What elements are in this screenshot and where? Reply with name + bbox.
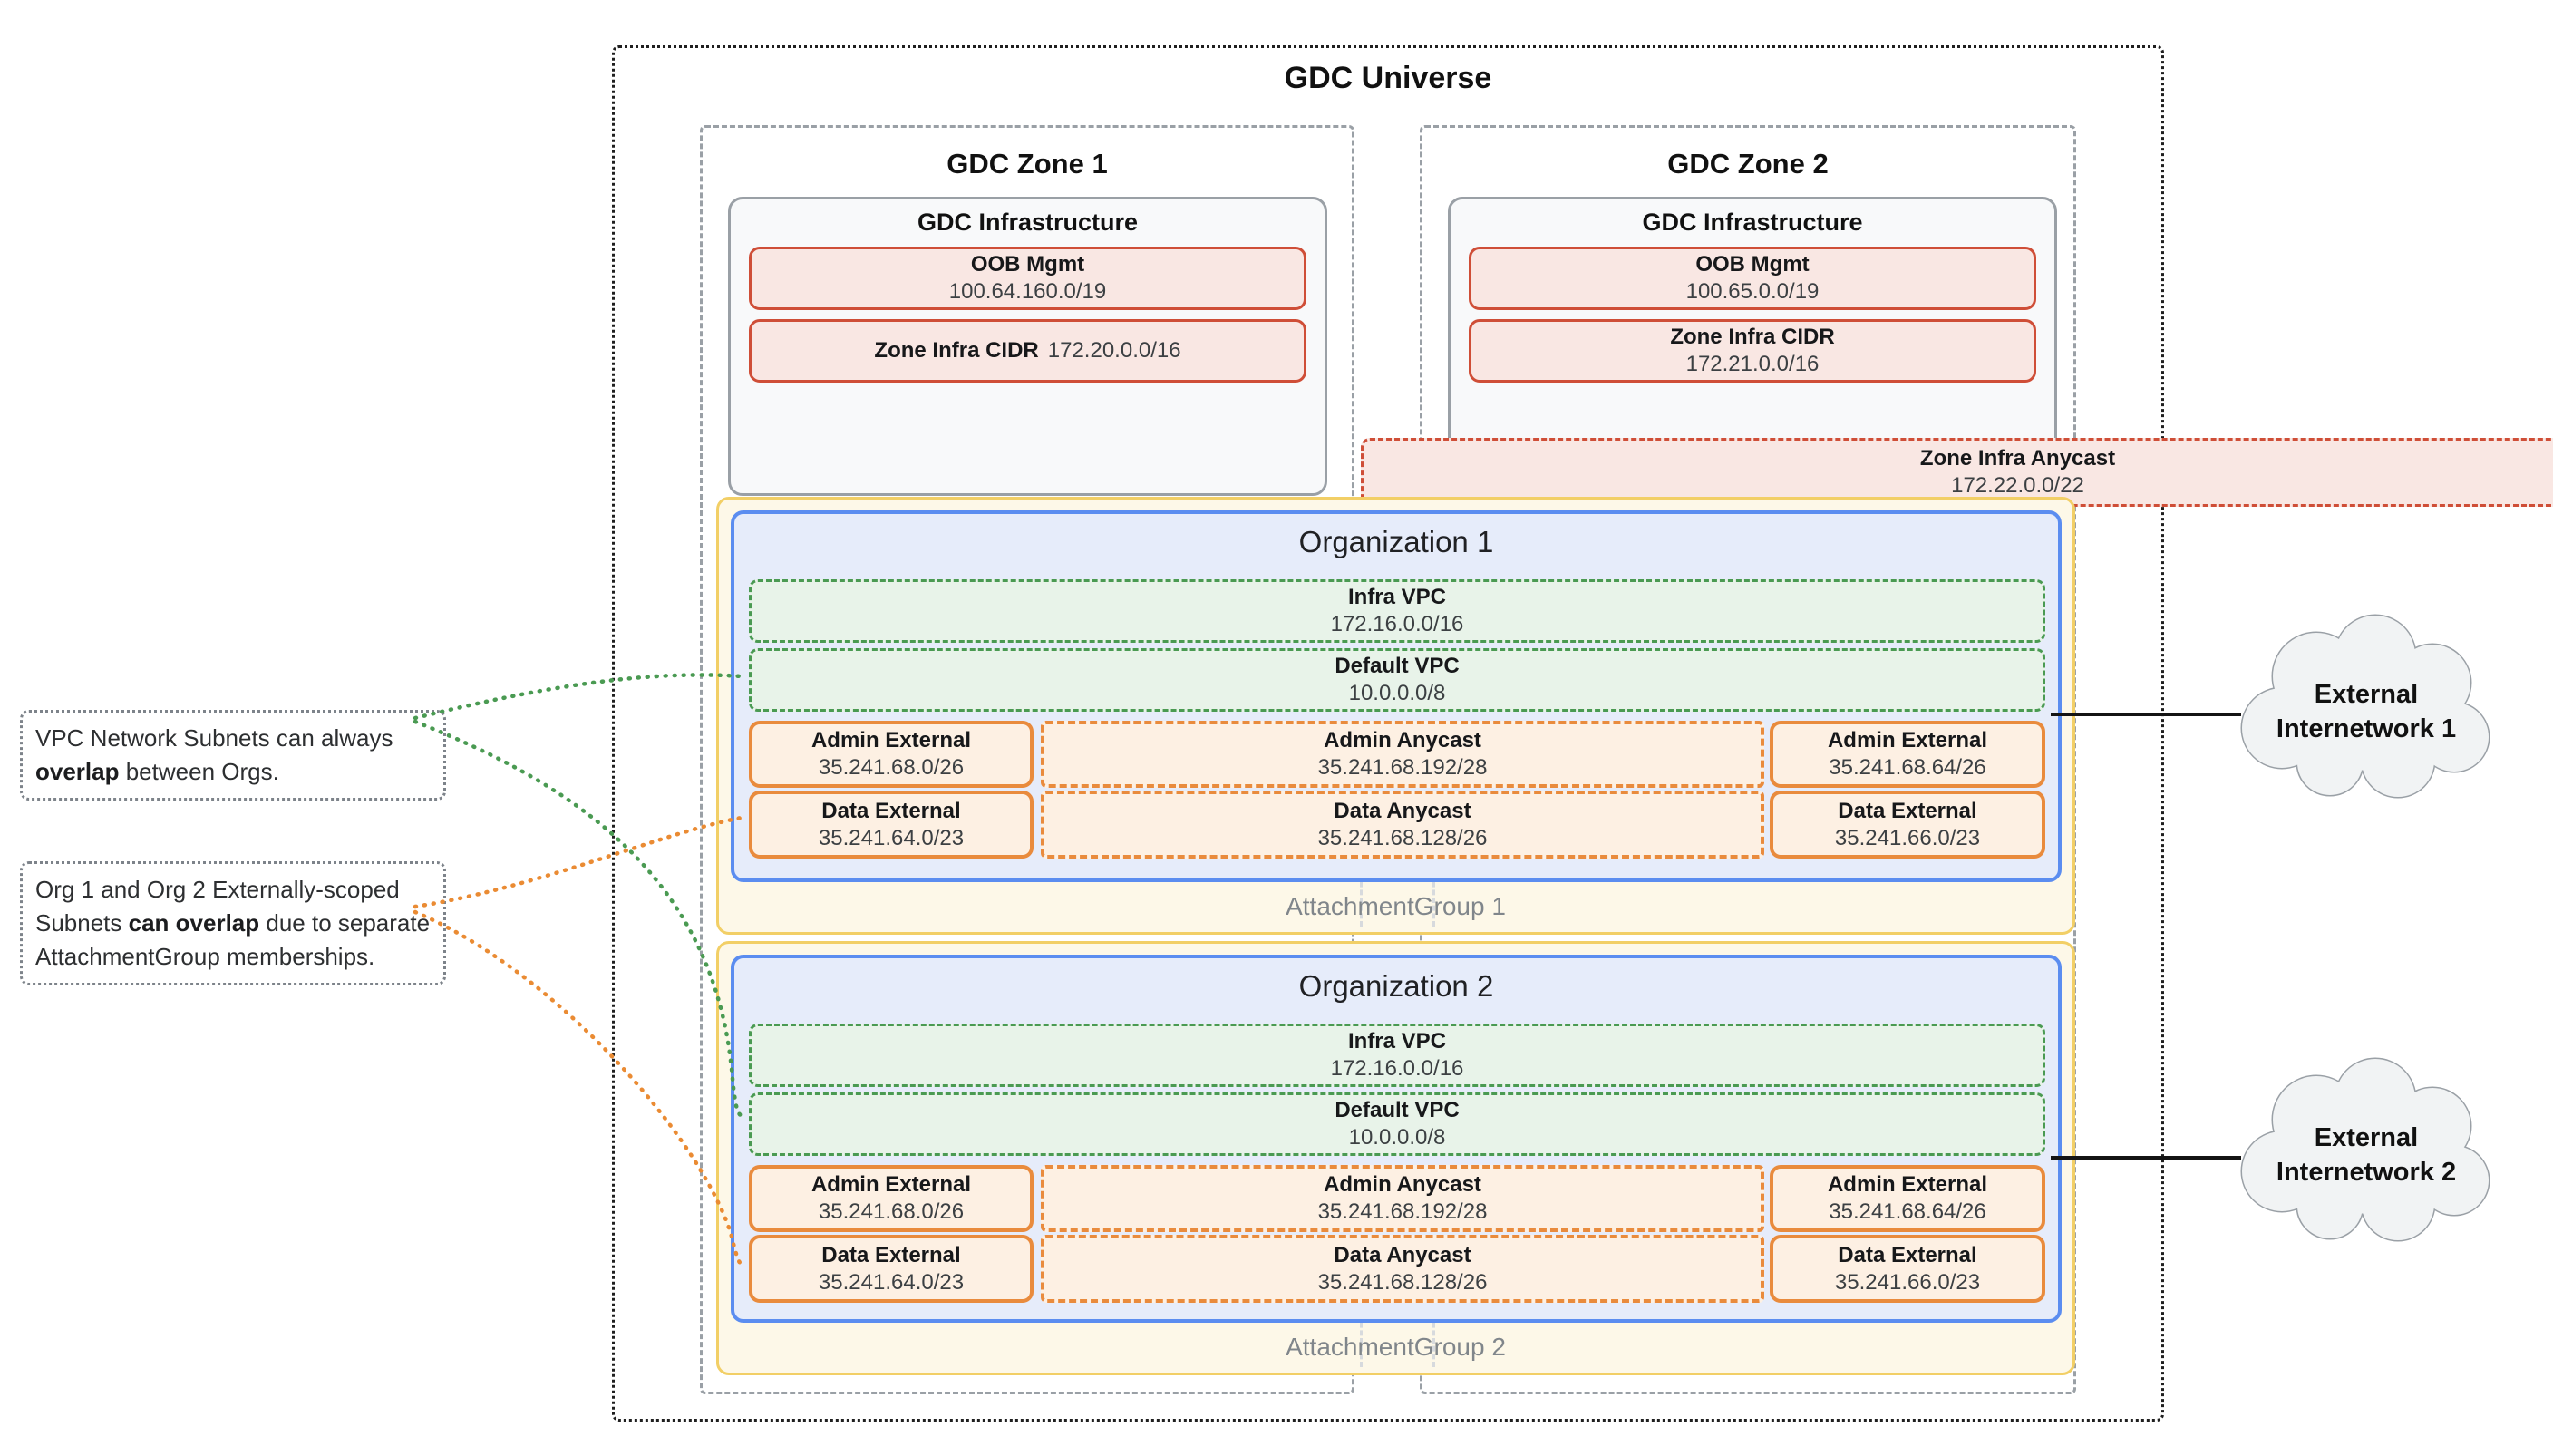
zone-infra-cidr-label: Zone Infra CIDR [1670, 325, 1835, 349]
cloud-label-line1: External [2314, 1123, 2419, 1153]
subnet-label: Admin Anycast [1324, 728, 1481, 752]
subnet-value: 35.241.68.0/26 [818, 755, 965, 780]
subnet-label: Data External [1838, 1242, 1977, 1267]
infrastructure-1-title: GDC Infrastructure [917, 209, 1139, 236]
data-anycast-box-org1: Data Anycast 35.241.68.128/26 [1041, 791, 1764, 859]
subnet-label: Data External [821, 798, 961, 823]
default-vpc-label: Default VPC [1335, 654, 1460, 678]
subnet-label: Admin External [1827, 728, 1988, 752]
external-internetwork-1-cloud: External Internetwork 1 [2226, 608, 2507, 817]
data-external-left-box-org2: Data External 35.241.64.0/23 [749, 1235, 1034, 1303]
oob-mgmt-label: OOB Mgmt [1695, 252, 1810, 277]
subnet-label: Data Anycast [1334, 1242, 1471, 1267]
admin-external-right-box-org2: Admin External 35.241.68.64/26 [1770, 1165, 2045, 1232]
attachment-group-2: Organization 2 Infra VPC 172.16.0.0/16 D… [716, 941, 2075, 1375]
cloud-icon [2240, 1057, 2490, 1242]
link-to-internetwork-1 [2051, 713, 2241, 716]
zone-infra-anycast-value: 172.22.0.0/22 [1951, 473, 2084, 498]
default-vpc-label: Default VPC [1335, 1098, 1460, 1122]
admin-external-left-box-org2: Admin External 35.241.68.0/26 [749, 1165, 1034, 1232]
external-internetwork-2-cloud: External Internetwork 2 [2226, 1052, 2507, 1260]
subnet-label: Admin External [811, 728, 972, 752]
admin-external-left-box-org1: Admin External 35.241.68.0/26 [749, 721, 1034, 788]
subnet-value: 35.241.64.0/23 [818, 1269, 965, 1295]
gdc-infrastructure-1: GDC Infrastructure OOB Mgmt 100.64.160.0… [728, 197, 1327, 496]
zone-divider-dash [1360, 1315, 1363, 1367]
gdc-zone-1: GDC Zone 1 GDC Infrastructure OOB Mgmt 1… [700, 125, 1354, 1394]
infra-vpc-value: 172.16.0.0/16 [1330, 1056, 1464, 1081]
zone-1-title: GDC Zone 1 [946, 148, 1108, 180]
infrastructure-2-title: GDC Infrastructure [1642, 209, 1863, 236]
annotation-attachmentgroup-note: Org 1 and Org 2 Externally-scoped Subnet… [20, 861, 446, 985]
zone-infra-cidr-value: 172.20.0.0/16 [1047, 338, 1181, 363]
data-external-right-box-org2: Data External 35.241.66.0/23 [1770, 1235, 2045, 1303]
oob-mgmt-label: OOB Mgmt [970, 252, 1085, 277]
organization-2: Organization 2 Infra VPC 172.16.0.0/16 D… [731, 955, 2062, 1323]
data-external-right-box-org1: Data External 35.241.66.0/23 [1770, 791, 2045, 859]
zone-divider-dash [1360, 874, 1363, 927]
default-vpc-box-org2: Default VPC 10.0.0.0/8 [749, 1092, 2045, 1156]
cloud-label-line1: External [2314, 680, 2419, 710]
subnet-label: Data Anycast [1334, 798, 1471, 823]
oob-mgmt-box-zone1: OOB Mgmt 100.64.160.0/19 [749, 247, 1306, 310]
subnet-value: 35.241.68.64/26 [1829, 755, 1986, 780]
zone-infra-cidr-value: 172.21.0.0/16 [1685, 352, 1820, 376]
infra-vpc-value: 172.16.0.0/16 [1330, 612, 1464, 636]
zone-infra-anycast-label: Zone Infra Anycast [1919, 446, 2116, 471]
external-internetwork-2-label: External Internetwork 2 [2226, 1052, 2507, 1260]
subnet-label: Data External [1838, 798, 1977, 823]
admin-anycast-box-org1: Admin Anycast 35.241.68.192/28 [1041, 721, 1764, 788]
subnet-value: 35.241.68.0/26 [818, 1199, 965, 1224]
oob-mgmt-value: 100.64.160.0/19 [948, 279, 1107, 304]
admin-external-right-box-org1: Admin External 35.241.68.64/26 [1770, 721, 2045, 788]
infra-vpc-label: Infra VPC [1347, 585, 1447, 609]
data-external-left-box-org1: Data External 35.241.64.0/23 [749, 791, 1034, 859]
cloud-icon [2240, 614, 2490, 799]
zone-divider-dash [1432, 874, 1435, 927]
subnet-label: Admin Anycast [1324, 1172, 1481, 1197]
organization-1: Organization 1 Infra VPC 172.16.0.0/16 D… [731, 510, 2062, 882]
infra-vpc-box-org1: Infra VPC 172.16.0.0/16 [749, 579, 2045, 643]
zone-infra-cidr-label: Zone Infra CIDR [874, 338, 1039, 363]
attachment-group-1: Organization 1 Infra VPC 172.16.0.0/16 D… [716, 497, 2075, 935]
subnet-label: Admin External [1827, 1172, 1988, 1197]
subnet-label: Data External [821, 1242, 961, 1267]
zone-2-title: GDC Zone 2 [1667, 148, 1829, 180]
organization-1-title: Organization 1 [1298, 525, 1494, 558]
cloud-label-line2: Internetwork 1 [2276, 714, 2457, 743]
zone-infra-cidr-box-zone2: Zone Infra CIDR 172.21.0.0/16 [1469, 319, 2036, 383]
annotation-overlap-note: VPC Network Subnets can always overlap b… [20, 710, 446, 801]
subnet-value: 35.241.68.128/26 [1317, 825, 1488, 850]
subnet-value: 35.241.68.128/26 [1317, 1269, 1488, 1295]
default-vpc-box-org1: Default VPC 10.0.0.0/8 [749, 648, 2045, 712]
oob-mgmt-box-zone2: OOB Mgmt 100.65.0.0/19 [1469, 247, 2036, 310]
attachment-group-2-label: AttachmentGroup 2 [1286, 1333, 1506, 1361]
universe-title: GDC Universe [1284, 61, 1492, 95]
infra-vpc-label: Infra VPC [1347, 1029, 1447, 1053]
subnet-value: 35.241.68.64/26 [1829, 1199, 1986, 1224]
external-internetwork-1-label: External Internetwork 1 [2226, 608, 2507, 817]
organization-2-title: Organization 2 [1298, 969, 1494, 1003]
subnet-label: Admin External [811, 1172, 972, 1197]
subnet-value: 35.241.68.192/28 [1317, 1199, 1488, 1224]
oob-mgmt-value: 100.65.0.0/19 [1685, 279, 1820, 304]
subnet-value: 35.241.66.0/23 [1834, 1269, 1981, 1295]
admin-anycast-box-org2: Admin Anycast 35.241.68.192/28 [1041, 1165, 1764, 1232]
subnet-value: 35.241.68.192/28 [1317, 755, 1488, 780]
subnet-value: 35.241.66.0/23 [1834, 825, 1981, 850]
subnet-value: 35.241.64.0/23 [818, 825, 965, 850]
attachment-group-1-label: AttachmentGroup 1 [1286, 892, 1506, 920]
default-vpc-value: 10.0.0.0/8 [1348, 1125, 1446, 1150]
zone-divider-dash [1432, 1315, 1435, 1367]
data-anycast-box-org2: Data Anycast 35.241.68.128/26 [1041, 1235, 1764, 1303]
cloud-label-line2: Internetwork 2 [2276, 1158, 2457, 1187]
link-to-internetwork-2 [2051, 1156, 2241, 1160]
infra-vpc-box-org2: Infra VPC 172.16.0.0/16 [749, 1024, 2045, 1087]
zone-infra-cidr-box-zone1: Zone Infra CIDR 172.20.0.0/16 [749, 319, 1306, 383]
default-vpc-value: 10.0.0.0/8 [1348, 681, 1446, 705]
